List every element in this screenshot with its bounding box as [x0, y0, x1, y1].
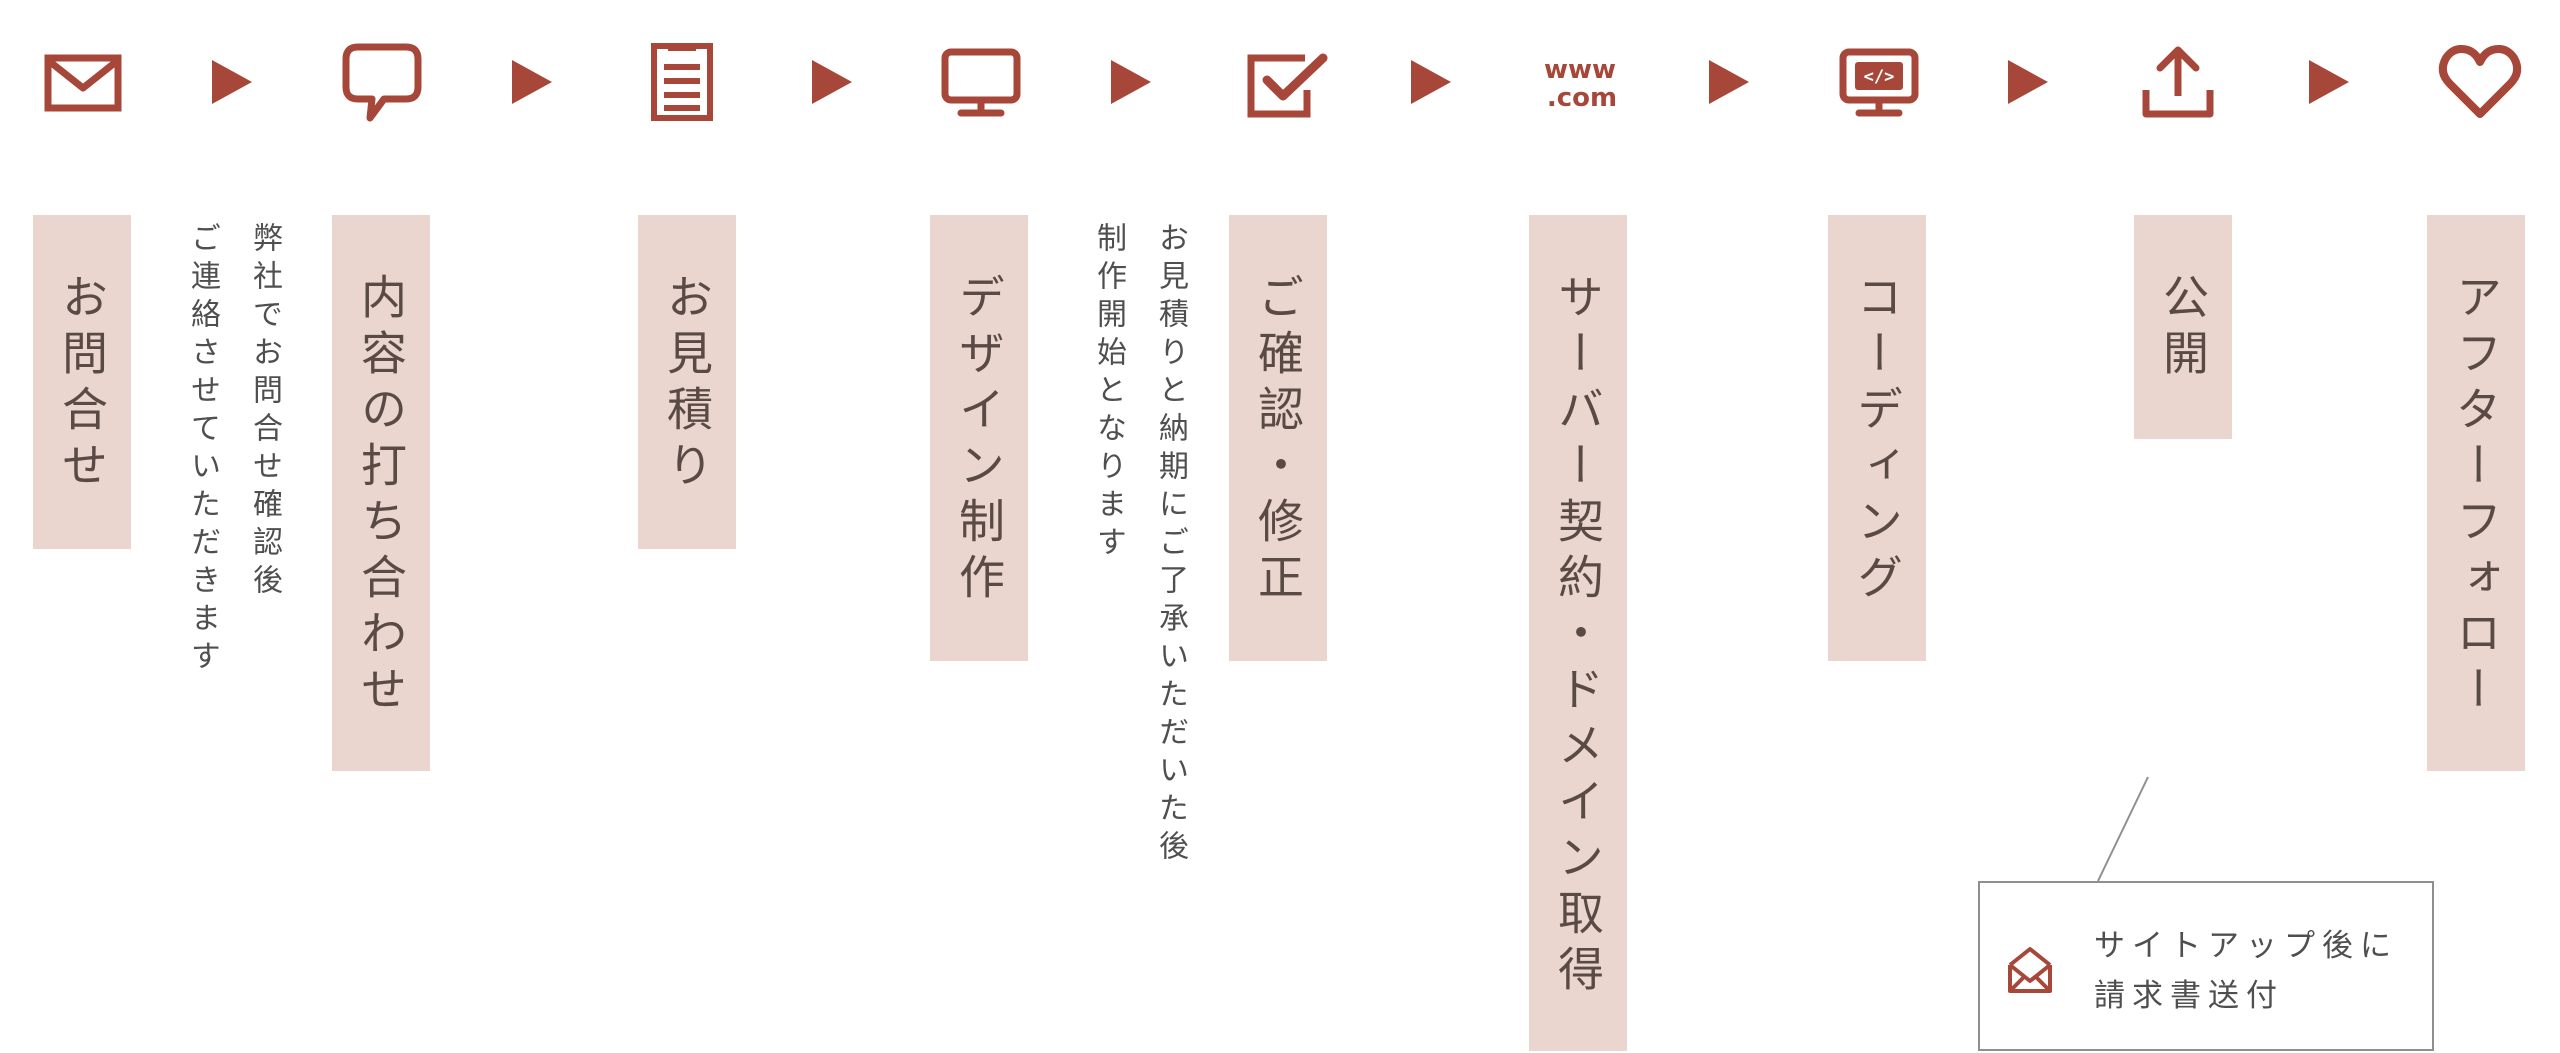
monitor-icon	[933, 34, 1029, 130]
step-label-coding: コーディング	[1828, 215, 1926, 661]
step-label-review: ご確認・修正	[1229, 215, 1327, 661]
document-icon	[634, 34, 730, 130]
arrow-right-icon	[810, 58, 854, 106]
note-line: ご連絡させていただきます	[185, 222, 220, 678]
arrow-right-icon	[1109, 58, 1153, 106]
callout-text: サイトアップ後に 請求書送付	[2094, 921, 2424, 1021]
mail-icon	[35, 34, 131, 130]
upload-icon	[2130, 34, 2226, 130]
www-domain-icon: www .com	[1532, 34, 1628, 130]
arrow-right-icon	[510, 58, 554, 106]
svg-text:.com: .com	[1547, 83, 1617, 113]
step-label-estimate: お見積り	[638, 215, 736, 549]
step-label-meeting: 内容の打ち合わせ	[332, 215, 430, 771]
note-inquiry: 弊社でお問合せ確認後 ご連絡させていただきます	[171, 222, 295, 678]
arrow-right-icon	[2307, 58, 2351, 106]
speech-bubble-icon	[334, 34, 430, 130]
callout-line: サイトアップ後に	[2094, 928, 2398, 964]
note-estimate: お見積りと納期にご了承いただいた後 制作開始となります	[1077, 222, 1201, 868]
step-label-design: デザイン制作	[930, 215, 1028, 661]
note-line: 弊社でお問合せ確認後	[247, 222, 282, 602]
code-monitor-icon: </>	[1831, 34, 1927, 130]
step-label-aftercare: アフターフォロー	[2427, 215, 2525, 771]
step-label-server-domain: サーバー契約・ドメイン取得	[1529, 215, 1627, 1051]
arrow-right-icon	[210, 58, 254, 106]
checkbox-icon	[1237, 34, 1333, 130]
arrow-right-icon	[2006, 58, 2050, 106]
invoice-callout: サイトアップ後に 請求書送付	[1978, 881, 2434, 1051]
arrow-right-icon	[1707, 58, 1751, 106]
arrow-right-icon	[1409, 58, 1453, 106]
svg-text:www: www	[1544, 55, 1616, 85]
step-label-inquiry: お問合せ	[33, 215, 131, 549]
heart-icon	[2432, 34, 2528, 130]
step-label-publish: 公開	[2134, 215, 2232, 439]
open-envelope-icon	[2002, 941, 2058, 997]
note-line: お見積りと納期にご了承いただいた後	[1153, 222, 1188, 868]
note-line: 制作開始となります	[1091, 222, 1126, 564]
callout-line: 請求書送付	[2094, 978, 2284, 1014]
svg-text:</>: </>	[1864, 67, 1895, 87]
